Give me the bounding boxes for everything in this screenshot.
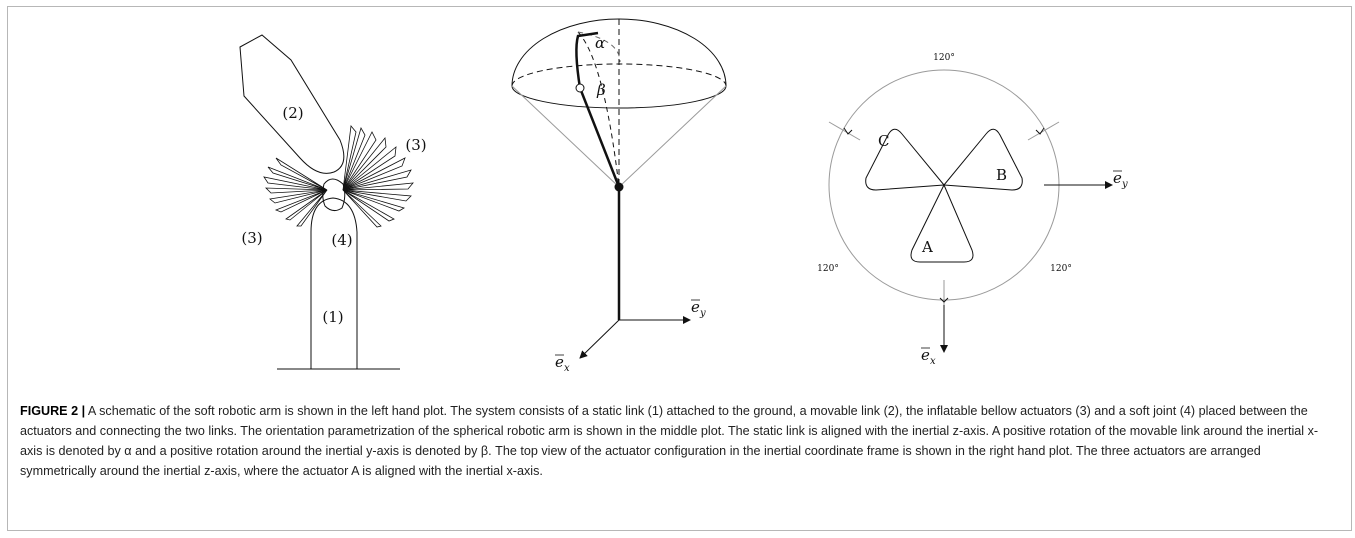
actuator-c xyxy=(865,128,946,191)
figure-frame xyxy=(7,6,1352,531)
label-ex: e x xyxy=(555,353,570,374)
label-static-link: (1) xyxy=(322,308,343,326)
label-actuator-a: A xyxy=(921,238,933,256)
cone-line-left xyxy=(511,85,620,188)
soft-joint xyxy=(322,178,346,212)
label-beta: β xyxy=(596,81,606,99)
label-ex-right-sub: x xyxy=(930,356,936,367)
bellow-actuators-right xyxy=(342,125,414,228)
label-angle-right: 120° xyxy=(1050,264,1072,274)
label-ex-right: e x xyxy=(921,346,936,367)
label-ey-sub: y xyxy=(699,308,706,319)
label-angle-left: 120° xyxy=(817,264,839,274)
label-ex-sub: x xyxy=(564,363,570,374)
tick-left xyxy=(843,127,853,135)
arm-tip-curve xyxy=(575,31,599,89)
figure-label: FIGURE 2 | xyxy=(20,404,86,418)
middle-panel: α β e y e x xyxy=(511,18,727,374)
bellow-actuators-left xyxy=(263,157,328,227)
label-actuators-right: (3) xyxy=(405,136,426,154)
label-movable-link: (2) xyxy=(282,104,303,122)
label-actuator-b: B xyxy=(996,166,1007,184)
label-ex-right-base: e xyxy=(921,346,930,364)
equator-front xyxy=(511,85,727,109)
actuator-b xyxy=(942,128,1023,191)
caption-text: A schematic of the soft robotic arm is s… xyxy=(20,404,1319,478)
label-ex-base: e xyxy=(555,353,564,371)
divider-upper-right xyxy=(1027,121,1060,141)
label-actuators-left: (3) xyxy=(241,229,262,247)
cone-line-right xyxy=(618,85,727,188)
movable-link xyxy=(239,34,345,174)
alpha-arc xyxy=(577,31,620,188)
actuator-a xyxy=(910,183,974,263)
label-ey-base: e xyxy=(691,298,700,316)
label-ey-right-base: e xyxy=(1113,169,1122,187)
label-actuator-c: C xyxy=(878,132,889,150)
figure-caption: FIGURE 2 | A schematic of the soft robot… xyxy=(20,401,1340,481)
label-alpha: α xyxy=(595,34,605,52)
divider-upper-left xyxy=(828,121,861,141)
joint-dot xyxy=(614,182,624,192)
tip-circle xyxy=(575,83,585,93)
figure-graphic: (1) (2) (3) (3) (4) α β e y xyxy=(239,18,1128,374)
left-panel: (1) (2) (3) (3) (4) xyxy=(239,34,427,370)
movable-link-line xyxy=(578,87,621,188)
label-angle-top: 120° xyxy=(933,53,955,63)
right-panel: A B C 120° 120° 120° e y e x xyxy=(817,53,1128,367)
label-ey-right: e y xyxy=(1113,169,1128,190)
label-ey-right-sub: y xyxy=(1121,179,1128,190)
tick-bottom xyxy=(939,297,949,303)
label-ey: e y xyxy=(691,298,706,319)
label-soft-joint: (4) xyxy=(331,231,352,249)
tick-right xyxy=(1035,127,1045,135)
static-link xyxy=(310,197,358,369)
ex-axis xyxy=(579,319,620,359)
